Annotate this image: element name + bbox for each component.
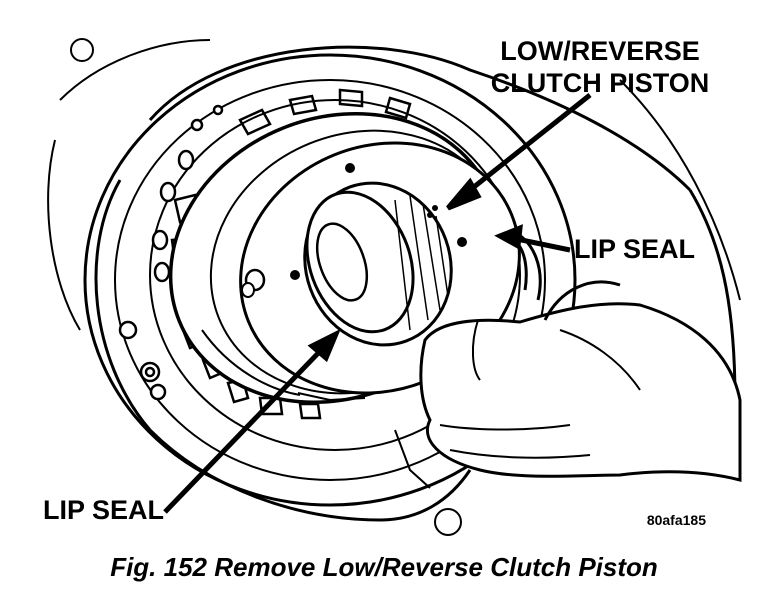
oil-feed-holes <box>118 104 224 401</box>
clutch-retainer-bore <box>83 53 577 507</box>
piston-holes <box>290 163 467 280</box>
leader-lines <box>163 93 592 514</box>
transmission-case <box>47 38 741 536</box>
callout-piston-line2: CLUTCH PISTON <box>491 68 710 98</box>
figure-caption: Fig. 152 Remove Low/Reverse Clutch Pisto… <box>110 552 658 582</box>
callout-piston-line1: LOW/REVERSE <box>500 36 700 66</box>
figure-reference-code: 80afa185 <box>647 512 706 528</box>
callout-lip-seal-left: LIP SEAL <box>43 495 164 525</box>
technician-hand <box>419 280 742 482</box>
callout-lip-seal-right: LIP SEAL <box>574 234 695 264</box>
